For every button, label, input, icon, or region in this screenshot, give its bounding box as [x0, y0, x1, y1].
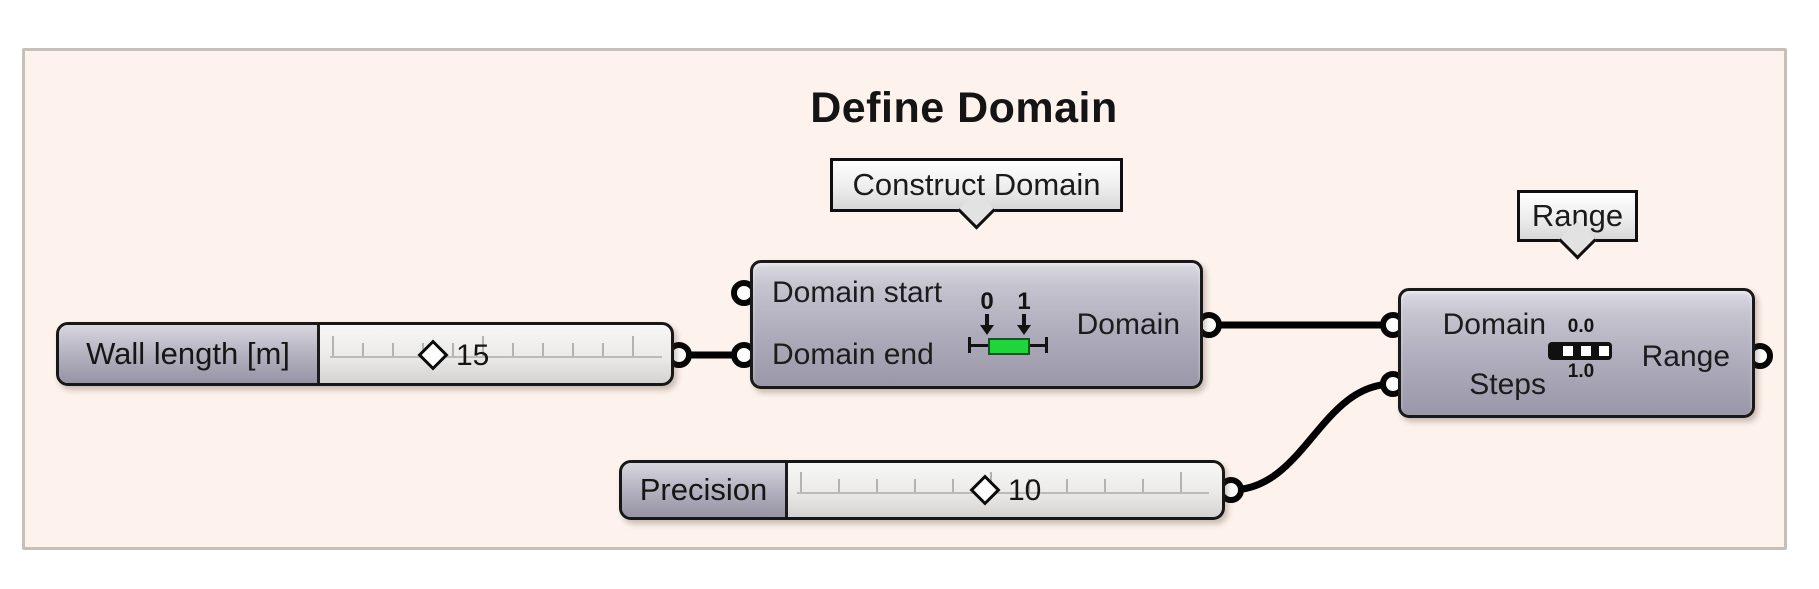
- slider-precision-label-text: Precision: [639, 472, 768, 507]
- slider-precision-ticks-major: [800, 472, 1208, 492]
- slider-wall-length-label-text: Wall length [m]: [86, 336, 290, 371]
- range-icon: 0.0 1.0: [1544, 316, 1618, 382]
- domain-axis-tick: [968, 337, 971, 353]
- construct-domain-icon-zero: 0: [980, 288, 994, 315]
- range-icon-top-value: 0.0: [1567, 316, 1595, 337]
- slider-wall-length[interactable]: Wall length [m] 15: [56, 322, 674, 386]
- slider-precision-track: [797, 492, 1209, 494]
- range-icon-segment: [1563, 346, 1573, 356]
- arrow-down-icon: [980, 325, 994, 335]
- slider-precision-label[interactable]: Precision: [622, 463, 788, 517]
- output-label-domain: Domain: [1076, 308, 1180, 341]
- slider-precision-value: 10: [1008, 474, 1042, 507]
- wire-precision-to-steps[interactable]: [1227, 380, 1397, 494]
- output-label-range: Range: [1641, 340, 1730, 373]
- slider-wall-length-ticks-major: [332, 336, 662, 356]
- arrow-down-icon: [1017, 325, 1031, 335]
- input-label-range-steps: Steps: [1469, 368, 1546, 401]
- arrow-down-icon: [1022, 314, 1026, 326]
- slider-wall-length-track: [330, 356, 662, 358]
- input-label-domain-start: Domain start: [772, 276, 943, 309]
- range-icon-bottom-value: 1.0: [1567, 361, 1595, 382]
- domain-interval-bar: [988, 338, 1030, 355]
- slider-precision[interactable]: Precision 10: [619, 460, 1225, 520]
- slider-wall-length-value: 15: [456, 339, 490, 372]
- component-range[interactable]: Domain Steps Range 0.0 1.0: [1398, 288, 1755, 418]
- construct-domain-icon: 0 1: [963, 288, 1055, 358]
- domain-axis-tick: [1045, 337, 1048, 353]
- group-title: Define Domain: [810, 84, 1118, 132]
- range-icon-bar: [1548, 342, 1612, 360]
- input-label-range-domain: Domain: [1442, 308, 1546, 341]
- slider-wall-length-label[interactable]: Wall length [m]: [59, 325, 320, 383]
- range-icon-segment: [1581, 346, 1591, 356]
- component-construct-domain[interactable]: Domain start Domain end Domain 0 1: [750, 260, 1203, 389]
- construct-domain-icon-one: 1: [1017, 288, 1031, 315]
- input-label-domain-end: Domain end: [772, 338, 934, 371]
- range-icon-segment: [1599, 346, 1609, 356]
- arrow-down-icon: [985, 314, 989, 326]
